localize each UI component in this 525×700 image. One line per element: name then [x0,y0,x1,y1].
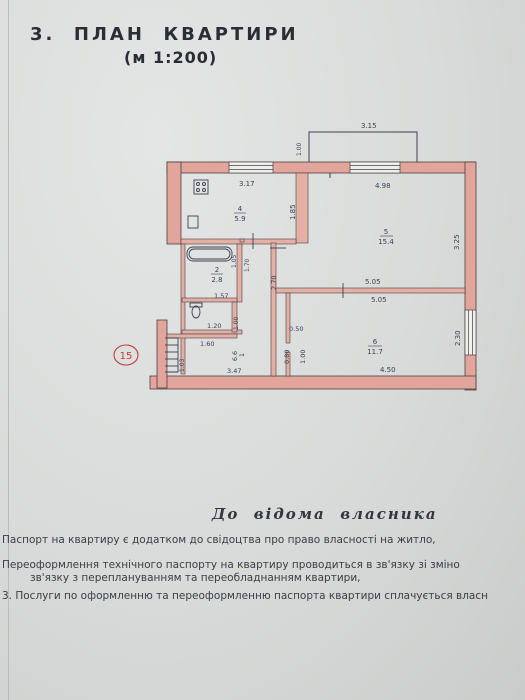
dim-kitchen-top: 3.17 [239,180,255,188]
dim-balcony-width: 3.15 [361,122,377,130]
dim-balcony-depth: 1.00 [296,142,303,156]
scale-label: (м 1:200) [124,48,218,67]
bathtub-icon [186,246,233,262]
dim-wc-side: 1.00 [233,316,240,330]
dim-room5-top: 4.98 [375,182,391,190]
room-1-area: 6.6 [231,351,239,361]
dim-hall-width: 1.60 [200,340,214,348]
dim-corridor-width: 2.70 [270,276,278,290]
dim-wc-width: 1.57 [214,292,228,300]
dim-room6-bottom: 4.50 [380,366,396,374]
dim-hall-side: 1.03 [179,358,186,372]
room-4-number: 4 [238,205,243,213]
page-title: 3. ПЛАН КВАРТИРИ [30,24,299,45]
room-6-number: 6 [373,338,378,346]
dim-room5-bottom: 5.05 [365,278,381,286]
dim-bath-side-b: 1.70 [244,258,251,272]
dim-room6-side: 2.30 [454,330,462,346]
dim-room5-side: 3.25 [453,234,461,250]
note-item-3: 3. Послуги по оформленню та переоформлен… [2,590,488,602]
stove-icon [193,179,209,195]
room-4-area: 5.9 [234,215,245,223]
room-1-number: 1 [238,353,246,357]
inner-walls [166,172,466,377]
toilet-icon [191,305,201,319]
room-5-area: 15.4 [378,238,394,246]
dim-corridor-door: 0.50 [289,325,303,333]
stamp-circle: 15 [113,344,139,366]
note-item-1: Паспорт на квартиру є додатком до свідоц… [2,534,436,546]
room-5-number: 5 [384,228,388,236]
dim-hall-bottom: 3.47 [227,367,241,375]
paper-fold [8,0,9,700]
note-item-2-continued: зв'язку з переплануванням та переобладна… [30,572,361,584]
dim-bath-side: 1.05 [231,254,238,268]
room-2-area: 2.8 [211,276,222,284]
dim-room6-top: 5.05 [371,296,387,304]
dim-wc-bottom: 1.20 [207,322,221,330]
room-2-number: 2 [215,266,219,274]
note-item-2: Переоформлення технічного паспорту на кв… [2,559,460,571]
room-6-area: 11.7 [367,348,383,356]
windows [228,161,477,356]
dim-hall-side-b: 1.00 [299,350,307,364]
fixtures [165,179,344,373]
dim-kitchen-side: 1.85 [289,204,297,220]
notes-heading: До відома власника [212,505,438,523]
sink-icon [187,215,199,229]
outer-walls [149,161,477,391]
dim-corridor-side: 0.80 [283,350,291,364]
stamp-number: 15 [120,351,133,362]
